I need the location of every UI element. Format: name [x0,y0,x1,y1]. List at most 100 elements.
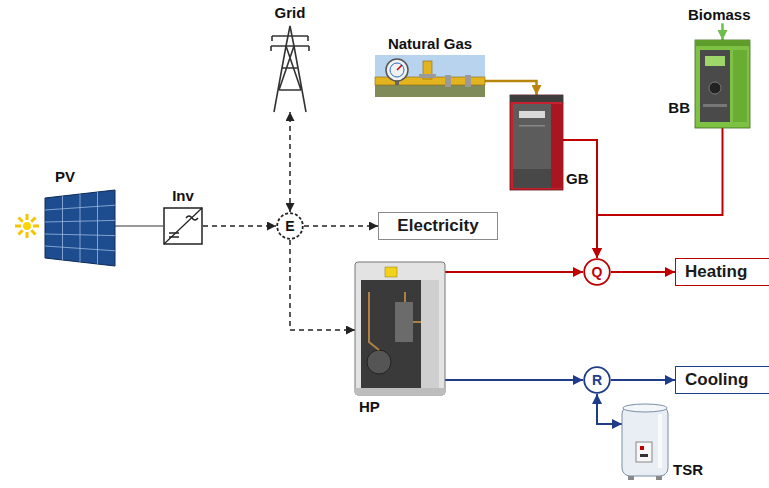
tsr-illustration-part [623,404,667,412]
hp-illustration [355,262,445,395]
circle-outline-part [584,259,610,285]
connector [597,128,723,258]
connector [203,225,276,227]
tsr-illustration-part [658,414,662,468]
hp-illustration-part [355,388,445,395]
connector [445,271,583,273]
pv-illustration [15,188,115,268]
bb-illustration-part [703,104,727,107]
gas-illustration-part [390,63,404,77]
tsr-illustration-part [640,454,648,457]
connector [611,271,675,273]
connector [289,112,291,212]
electric-bus-circle: E [276,212,304,240]
connector [485,81,537,95]
cold-bus-circle: R [583,366,611,394]
bb-illustration-part [695,40,750,46]
output-label: Electricity [397,216,478,236]
junction-letter: Q [592,264,603,280]
storage-tank: TSR [622,402,668,480]
gb-illustration-part [510,95,563,190]
tower-frame [271,26,309,112]
component-label: Inv [172,187,194,204]
component-label: Natural Gas [388,35,472,52]
sun-ray [15,225,21,228]
inverter: Inv [163,207,203,245]
sun-ray [31,218,35,222]
gas-illustration-part [397,65,402,70]
component-label: TSR [673,461,703,478]
natural-gas-supply: Natural Gas [375,55,485,97]
connector [721,23,724,40]
component-label: BB [668,99,690,116]
junction-letter: E [285,218,294,234]
pv-illustration-part [45,190,115,266]
connector [290,240,355,330]
connector [445,379,583,381]
pv-illustration-part [45,246,115,251]
output-label: Cooling [685,370,748,390]
inv-illustration-part [169,233,179,237]
output-label: Heating [685,262,747,282]
component-label: HP [359,398,380,415]
pv-illustration-part [97,192,98,264]
sun-ray [26,214,29,220]
hp-illustration-part [369,292,421,350]
heat-pump: HP [355,262,445,395]
gas-boiler: GB [510,95,563,190]
pv-illustration-part [23,222,31,230]
gas-illustration-part [375,55,485,97]
inv-illustration [163,207,203,245]
gas-illustration [375,55,485,97]
cooling-output-box: Cooling [675,366,769,394]
gb-illustration [510,95,563,190]
heating-output-box: Heating [675,258,769,286]
connector [611,379,675,381]
pv-illustration-part [80,194,81,262]
component-label: PV [55,168,75,185]
biomass-boiler: BB [695,40,750,128]
tsr-illustration-part [656,476,662,480]
grid-tower: Grid [270,24,310,112]
heat-bus-circle: Q [583,258,611,286]
bb-illustration-part [705,56,725,66]
gb-illustration-part [513,169,551,188]
pv-illustration-part [62,196,63,260]
hp-illustration-part [395,302,413,342]
bb-illustration [695,40,750,128]
component-label: GB [566,170,589,187]
bb-illustration-part [700,50,730,122]
gas-illustration-part [465,75,471,87]
tower-illustration [270,24,310,112]
tsr-illustration-part [622,406,668,476]
gas-illustration-part [445,75,451,87]
hp-illustration-part [367,350,391,374]
inv-illustration-part [164,208,202,244]
circle-outline-part [584,367,610,393]
sun-ray [26,232,29,238]
component-label: Grid [275,4,306,21]
hp-illustration-part [355,262,445,395]
gas-illustration-part [419,74,436,78]
gb-illustration-part [519,111,545,118]
pv-panel: PV [15,188,115,268]
gb-illustration-part [519,125,545,127]
pv-illustration-part [45,234,115,236]
gas-illustration-part [386,59,408,81]
sun-ray [19,218,23,222]
tsr-illustration-part [628,476,634,480]
sun-ray [31,230,35,234]
source-label: Biomass [688,6,751,23]
tsr-illustration-part [640,446,644,450]
inv-illustration-part [186,216,198,220]
pv-illustration-part [45,205,115,210]
electricity-output-box: Electricity [378,212,498,240]
biomass-feed: Biomass [688,6,751,23]
hp-illustration-part [361,280,421,388]
sun-ray [19,230,23,234]
hp-illustration-part [385,267,397,277]
sun-ray [33,225,39,228]
gb-illustration-part [510,95,563,102]
pv-illustration-part [45,220,115,222]
